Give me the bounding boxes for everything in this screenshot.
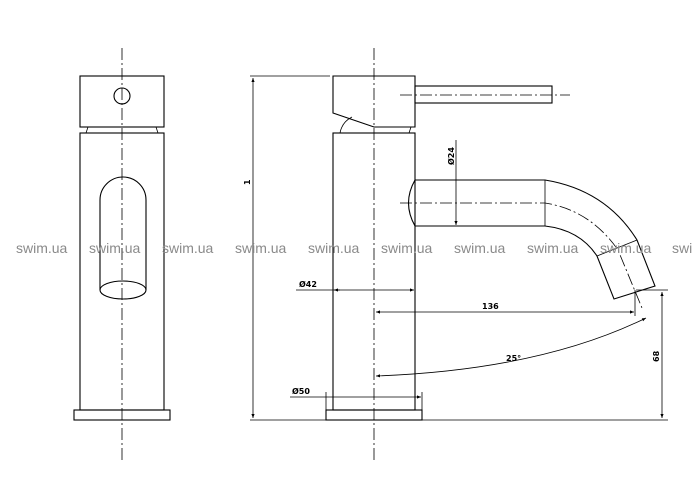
outlet-height-label: 68 bbox=[652, 350, 661, 362]
watermark: swim.ua bbox=[308, 240, 360, 256]
watermark: swim.ua bbox=[162, 240, 214, 256]
spout-reach-label: 136 bbox=[482, 302, 499, 311]
side-collar bbox=[339, 116, 412, 134]
watermarks: swim.ua swim.ua swim.ua swim.ua swim.ua … bbox=[16, 240, 692, 256]
base-diameter-label: Ø50 bbox=[292, 386, 310, 396]
side-handle-block bbox=[332, 75, 416, 128]
front-handle-block bbox=[79, 75, 165, 128]
spout bbox=[407, 179, 656, 300]
front-collar bbox=[85, 126, 159, 134]
spout-bend-end bbox=[596, 239, 638, 257]
watermark: swi bbox=[672, 240, 692, 256]
watermark: swim.ua bbox=[454, 240, 506, 256]
front-spout-slot bbox=[99, 176, 147, 290]
watermark: swim.ua bbox=[527, 240, 579, 256]
overall-height-label: 1 bbox=[243, 179, 252, 185]
spout-angle-label: 25° bbox=[506, 354, 521, 363]
spout-angle-dim bbox=[375, 317, 647, 378]
watermark: swim.ua bbox=[381, 240, 433, 256]
side-view bbox=[325, 48, 656, 462]
watermark: swim.ua bbox=[89, 240, 141, 256]
dimensions: 1 Ø42 Ø50 Ø24 136 25° 68 bbox=[243, 75, 668, 421]
watermark: swim.ua bbox=[16, 240, 68, 256]
spout-centerline bbox=[400, 202, 643, 309]
spout-diameter-label: Ø24 bbox=[446, 147, 456, 165]
body-diameter-label: Ø42 bbox=[299, 279, 317, 289]
lever-handle bbox=[414, 85, 553, 104]
watermark: swim.ua bbox=[235, 240, 287, 256]
watermark: swim.ua bbox=[600, 240, 652, 256]
front-view bbox=[73, 48, 171, 462]
front-spout-outlet bbox=[99, 280, 147, 300]
front-handle-pin bbox=[113, 87, 131, 105]
front-base bbox=[73, 409, 171, 421]
